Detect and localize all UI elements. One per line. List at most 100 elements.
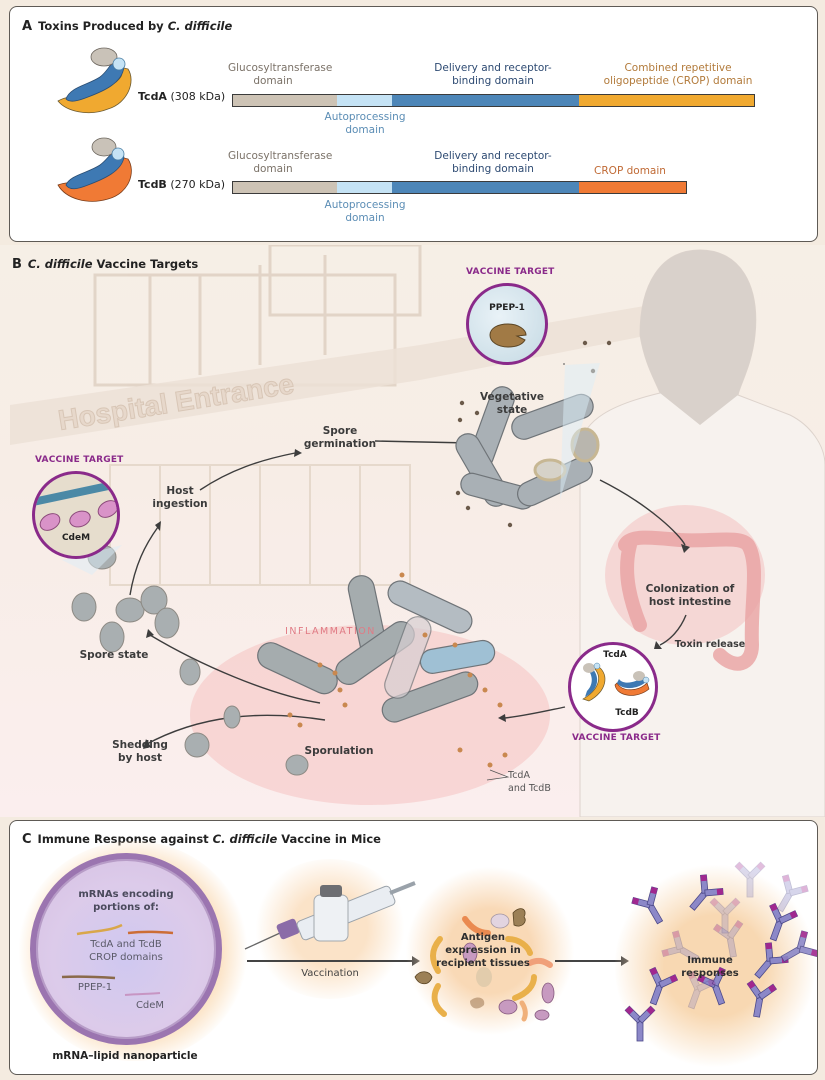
antibody-icon — [687, 970, 717, 1010]
expression-arrow — [555, 960, 623, 962]
cdem-protein-icon — [94, 496, 117, 522]
tcdb-name-label: TcdB (270 kDa) — [138, 178, 225, 191]
antibody-icon — [649, 966, 679, 1006]
tcdb-name: TcdB — [138, 178, 167, 191]
label-line: Spore — [322, 425, 358, 437]
label-line: host intestine — [648, 596, 732, 608]
tcda-mini-icon — [582, 662, 606, 702]
domain-segment — [233, 95, 338, 106]
toxin-target-circle: TcdA TcdB — [568, 642, 658, 732]
label-line: mRNAs encoding — [78, 889, 174, 900]
immune-glow — [615, 861, 815, 1071]
domain-segment — [337, 182, 392, 193]
mrna-crop-label: TcdA and TcdB CROP domains — [76, 938, 176, 964]
cdem-target-circle: CdeM — [32, 471, 120, 559]
tcdb-domain-bar — [232, 181, 688, 194]
panel-letter: B — [12, 257, 22, 272]
antibody-icon — [776, 874, 809, 913]
hospital-building-illustration: Hospital Entrance — [10, 245, 825, 817]
antibody-cluster — [624, 861, 817, 1042]
vaccine-target-label-cdem: VACCINE TARGET — [35, 455, 124, 465]
target-tcdb-label: TcdB — [615, 708, 639, 718]
antibody-icon — [689, 874, 724, 911]
tcda-domain-bar — [232, 94, 755, 107]
antibody-icon — [712, 919, 744, 958]
label-line: Delivery and receptor- — [434, 150, 552, 162]
label-line: responses — [681, 968, 739, 979]
tcdb-mini-icon — [614, 671, 650, 696]
tcdb-crop-label: CROP domain — [585, 165, 675, 178]
antibody-icon — [624, 1005, 656, 1042]
label-line: TcdA — [508, 770, 530, 781]
label-line: Autoprocessing — [324, 199, 406, 211]
label-line: domain — [345, 212, 385, 224]
label-line: binding domain — [452, 163, 534, 175]
label-line: Vegetative — [480, 391, 544, 403]
panel-b-title: B C. difficile Vaccine Targets — [12, 257, 198, 272]
label-line: and TcdB — [508, 783, 551, 794]
tcda-name: TcdA — [138, 90, 167, 103]
title-text: Vaccine Targets — [92, 257, 199, 271]
label-line: Colonization of — [645, 583, 735, 595]
antibody-icon — [696, 966, 726, 1006]
label-line: Shedding — [112, 739, 168, 751]
label-line: domain — [253, 163, 293, 175]
label-line: CROP domain — [594, 165, 666, 177]
vaccination-arrow — [247, 960, 415, 962]
domain-segment — [391, 182, 580, 193]
label-line: Delivery and receptor- — [434, 62, 552, 74]
domain-segment — [233, 182, 338, 193]
ppep1-enzyme-icon — [489, 323, 527, 348]
label-line: by host — [118, 752, 162, 764]
tcda-protein-icon — [57, 47, 132, 114]
tcda-drb-label: Delivery and receptor-binding domain — [428, 62, 558, 88]
domain-segment — [579, 95, 754, 106]
tcdb-size: (270 kDa) — [170, 178, 225, 191]
label-line: TcdA and TcdB — [90, 939, 162, 950]
domain-segment — [579, 182, 687, 193]
label-line: expression in — [445, 945, 521, 956]
label-line: Glucosyltransferase — [228, 150, 333, 162]
cdem-protein-icon — [66, 507, 94, 531]
label-line: oligopeptide (CROP) domain — [603, 75, 753, 87]
label-line: domain — [253, 75, 293, 87]
domain-segment — [391, 95, 580, 106]
antibody-icon — [661, 930, 700, 963]
tcdb-drb-label: Delivery and receptor-binding domain — [428, 150, 558, 176]
label-line: Host — [166, 485, 194, 497]
label-line: binding domain — [452, 75, 534, 87]
title-italic: C. difficile — [212, 832, 278, 846]
mrna-ppep1-strand — [61, 975, 116, 980]
mrna-lipid-nanoparticle — [30, 853, 222, 1045]
antibody-icon — [734, 861, 766, 898]
antigen-shapes — [414, 908, 555, 1022]
nanoparticle-caption: mRNA–lipid nanoparticle — [52, 1050, 198, 1062]
label-line: Antigen — [460, 932, 506, 943]
cdem-label: CdeM — [61, 533, 91, 543]
vaccination-label: Vaccination — [301, 968, 359, 979]
vaccine-target-label-toxins: VACCINE TARGET — [572, 733, 661, 743]
ppep1-target-circle: PPEP-1 — [466, 283, 548, 365]
mrna-cdem-strand — [124, 992, 161, 996]
toxin-note-label: TcdA and TcdB — [508, 769, 558, 795]
tcda-size: (308 kDa) — [170, 90, 226, 103]
label-line: domain — [345, 124, 385, 136]
stage-toxin-release: Toxin release — [674, 639, 746, 650]
label-line: CROP domains — [89, 952, 163, 963]
panel-letter: C — [22, 832, 32, 847]
antibody-icon — [769, 902, 799, 942]
title-italic: C. difficile — [27, 257, 93, 271]
vaccine-target-label-ppep1: VACCINE TARGET — [466, 267, 555, 277]
inflammation-label: INFLAMMATION — [285, 626, 376, 637]
tcda-name-label: TcdA (308 kDa) — [138, 90, 225, 103]
stage-sporulation: Sporulation — [304, 745, 374, 757]
mrna-ppep1-label: PPEP-1 — [77, 982, 113, 993]
